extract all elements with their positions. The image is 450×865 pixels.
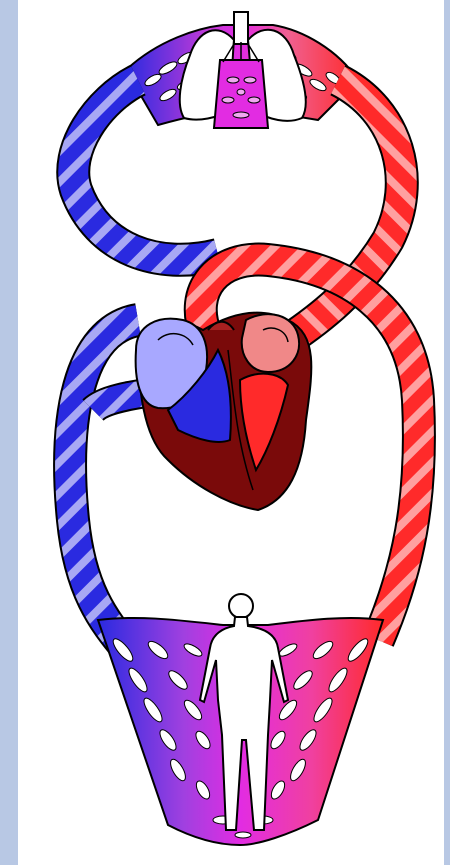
- heart: [136, 313, 312, 510]
- diagram-canvas: [18, 0, 444, 865]
- circulation-diagram: [18, 0, 444, 865]
